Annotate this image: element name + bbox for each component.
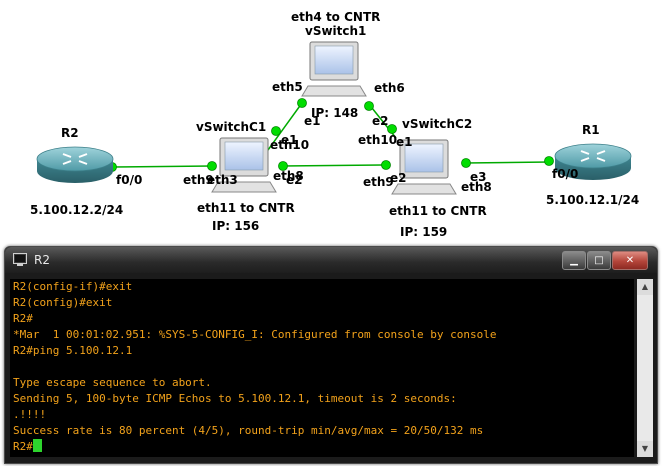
terminal-line: .!!!! [13, 408, 47, 421]
link-vswitchc1-vswitch1 [267, 102, 303, 151]
r1-ip-label: 5.100.12.1/24 [546, 193, 640, 207]
terminal-prompt: R2# [13, 440, 33, 453]
link-vswitchc1-vswitchc2 [281, 164, 387, 167]
port-label-vs1-eth6: eth6 [374, 81, 405, 95]
port-label-vc1-eth8: eth8 [273, 169, 304, 183]
port-label-vc2-e1: e1 [396, 135, 413, 149]
port-label-r2-f00: f0/0 [116, 173, 143, 187]
maximize-button[interactable]: □ [587, 251, 611, 270]
port-label-vc2-e3: e3 [470, 170, 487, 184]
port-dot-vc1-right [278, 161, 288, 171]
port-dot-r1 [544, 156, 554, 166]
port-label-vs1-eth5: eth5 [272, 80, 303, 94]
vswitchc1-ip-label: IP: 156 [212, 219, 260, 233]
vswitch1-note-label: eth4 to CNTR [291, 10, 381, 24]
console-titlebar[interactable]: R2 ▁ □ ✕ [5, 247, 657, 273]
port-label-vc1-eth10: eth10 [270, 138, 310, 152]
vswitch1-ip-label: IP: 148 [311, 106, 359, 120]
port-label-vc1-eth3: eth3 [207, 173, 238, 187]
terminal-scrollbar[interactable]: ▲ ▼ [637, 279, 653, 457]
port-label-vc1-eth9: eth9 [183, 173, 214, 187]
router-r1-icon [554, 143, 632, 180]
port-label-r1-f00: f0/0 [552, 167, 579, 181]
link-r2-vswitchc1 [111, 165, 213, 168]
vswitchc2-name-label: vSwitchC2 [402, 117, 473, 131]
port-dot-vc2-left [381, 160, 391, 170]
router-r2-icon [36, 146, 114, 183]
terminal-line: R2(config-if)#exit [13, 280, 133, 293]
terminal-output[interactable]: R2(config-if)#exit R2(config)#exit R2# *… [10, 279, 634, 457]
scroll-up-arrow-icon[interactable]: ▲ [637, 279, 653, 295]
vswitchc2-pc-icon [391, 139, 457, 195]
terminal-line: Sending 5, 100-byte ICMP Echos to 5.100.… [13, 392, 457, 405]
terminal-line: R2# [13, 312, 33, 325]
console-window[interactable]: R2 ▁ □ ✕ R2(config-if)#exit R2(config)#e… [4, 246, 658, 464]
scroll-down-arrow-icon[interactable]: ▼ [637, 441, 653, 457]
vswitchc2-ip-label: IP: 159 [400, 225, 448, 239]
port-label-vc1-e2: e2 [286, 173, 303, 187]
terminal-line: Type escape sequence to abort. [13, 376, 212, 389]
port-dot-vs1-left [297, 98, 307, 108]
port-dot-vc2-right [461, 158, 471, 168]
r2-ip-label: 5.100.12.2/24 [30, 203, 124, 217]
port-dot-vc2-top [387, 124, 397, 134]
terminal-line: R2(config)#exit [13, 296, 113, 309]
port-label-vc1-e1: e1 [281, 133, 298, 147]
terminal-cursor [32, 439, 42, 452]
topology-links [36, 41, 632, 195]
vswitchc1-note-label: eth11 to CNTR [197, 201, 295, 215]
r1-name-label: R1 [582, 123, 600, 137]
port-label-vc2-e2: e2 [390, 171, 407, 185]
terminal-prompt-line[interactable]: R2# [13, 439, 634, 455]
terminal-line [13, 359, 634, 375]
port-dot-vs1-right [364, 101, 374, 111]
topology-canvas: R2 5.100.12.2/24 R1 5.100.12.1/24 eth4 t… [30, 10, 640, 239]
vswitch1-pc-icon [301, 41, 367, 97]
port-label-vs1-e2: e2 [372, 114, 389, 128]
port-dot-vc1-left [207, 161, 217, 171]
close-button[interactable]: ✕ [612, 251, 648, 270]
vswitchc1-pc-icon [211, 137, 277, 193]
terminal-line: *Mar 1 00:01:02.951: %SYS-5-CONFIG_I: Co… [13, 328, 497, 341]
link-vswitchc2-r1 [464, 161, 551, 164]
vswitchc1-name-label: vSwitchC1 [196, 120, 267, 134]
port-dot-vc1-top [271, 126, 281, 136]
vswitchc2-note-label: eth11 to CNTR [389, 204, 487, 218]
port-label-vs1-e1: e1 [304, 114, 321, 128]
console-title: R2 [34, 253, 50, 267]
terminal-app-icon [13, 253, 27, 266]
r2-name-label: R2 [61, 126, 79, 140]
vswitch1-name-label: vSwitch1 [305, 24, 367, 38]
port-label-vc2-eth8: eth8 [461, 180, 492, 194]
terminal-line: R2#ping 5.100.12.1 [13, 344, 133, 357]
port-label-vc2-eth10: eth10 [358, 133, 398, 147]
terminal-line: Success rate is 80 percent (4/5), round-… [13, 424, 484, 437]
port-label-vc2-eth9: eth9 [363, 175, 394, 189]
minimize-button[interactable]: ▁ [562, 251, 586, 270]
